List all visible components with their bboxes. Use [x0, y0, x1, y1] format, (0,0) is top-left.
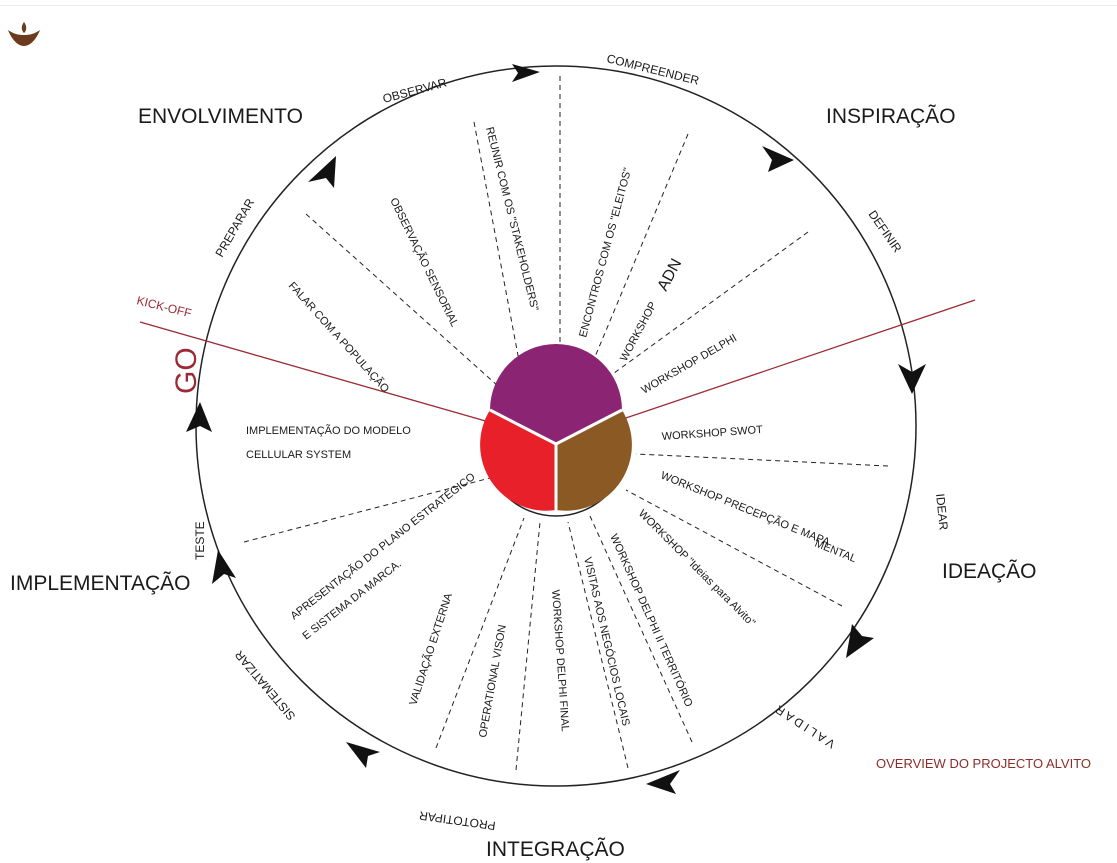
activity-workshop-swot: WORKSHOP SWOT: [661, 424, 763, 443]
step-sistematizar: SISTEMATIZAR: [232, 648, 299, 723]
divider: [515, 521, 541, 771]
arrow-definir: [898, 364, 926, 394]
kickoff-label: KICK-OFF: [135, 293, 193, 320]
arrow-validar: [646, 770, 680, 794]
overview-caption: OVERVIEW DO PROJECTO ALVITO: [876, 756, 1091, 771]
activity-workshop-delphi-final: WORKSHOP DELPHI FINAL: [549, 589, 571, 732]
step-definir: DEFINIR: [866, 208, 905, 256]
arrow-observar: [512, 64, 540, 82]
arrow-compreender: [762, 146, 794, 172]
phase-implementacao: IMPLEMENTAÇÃO: [10, 571, 190, 595]
top-divider: [0, 0, 1117, 6]
activity-encontros-eleitos: ENCONTROS COM OS "ELEITOS": [577, 166, 634, 338]
activity-implementacao-modelo: IMPLEMENTAÇÃO DO MODELO: [246, 424, 411, 437]
activity-workshop-precepcao-2: MENTAL: [813, 538, 858, 566]
arrow-preparar: [308, 156, 336, 188]
activity-reunir-stakeholders: REUNIR COM OS "STAKEHOLDERS": [483, 126, 540, 313]
activity-operational-vison: OPERATIONAL VISON: [477, 624, 509, 739]
arrow-teste: [186, 402, 212, 432]
activity-observacao-sensorial: OBSERVAÇÃO SENSORIAL: [387, 196, 461, 329]
activity-cellular-system: CELLULAR SYSTEM: [246, 449, 351, 461]
phase-ideacao: IDEAÇÃO: [942, 559, 1037, 583]
go-label: GO: [170, 347, 203, 394]
divider: [567, 521, 629, 769]
activity-workshop-delphi: WORKSHOP DELPHI: [640, 332, 740, 396]
cycle-arrows: [186, 64, 926, 794]
arrow-idear: [846, 624, 874, 658]
center-core: [480, 344, 632, 517]
phase-inspiracao: INSPIRAÇÃO: [826, 104, 956, 128]
lotus-hand-icon: [8, 22, 40, 46]
step-prototipar: PROTOTIPAR: [418, 808, 496, 833]
arrow-prototipar: [346, 742, 380, 768]
activity-visitas-negocios: VISITAS AOS NEGÓCIOS LOCAIS: [581, 556, 633, 727]
activity-validacao-externa: VALIDAÇÃO EXTERNA: [406, 591, 455, 707]
divider: [625, 489, 843, 607]
kickoff-line-right: [619, 299, 976, 421]
divider: [591, 133, 689, 365]
phase-integracao: INTEGRAÇÃO: [486, 837, 625, 861]
step-observar: OBSERVAR: [381, 75, 448, 106]
activity-workshop-adn-emph: ADN: [655, 256, 686, 294]
divider: [243, 477, 491, 543]
divider: [635, 453, 889, 467]
divider: [435, 517, 525, 749]
step-teste: TESTE: [193, 521, 207, 560]
activity-dividers: [243, 76, 889, 771]
step-validar: V A L I D A R: [772, 702, 837, 751]
divider: [305, 213, 499, 387]
step-compreender: COMPREENDER: [605, 51, 701, 88]
activity-workshop-adn: WORKSHOP: [618, 300, 659, 363]
phase-envolvimento: ENVOLVIMENTO: [138, 105, 303, 128]
kickoff-line: [139, 321, 497, 425]
activity-falar-populacao: FALAR COM A POPULAÇÃO: [286, 279, 392, 395]
center-segment-purple: [490, 344, 622, 444]
divider: [609, 231, 809, 377]
arrow-sistematizar: [212, 550, 236, 584]
activity-workshop-precepcao: WORKSHOP PRECEPÇÃO E MAPA: [659, 469, 832, 549]
step-preparar: PREPARAR: [212, 196, 257, 260]
step-idear: IDEAR: [933, 493, 951, 531]
